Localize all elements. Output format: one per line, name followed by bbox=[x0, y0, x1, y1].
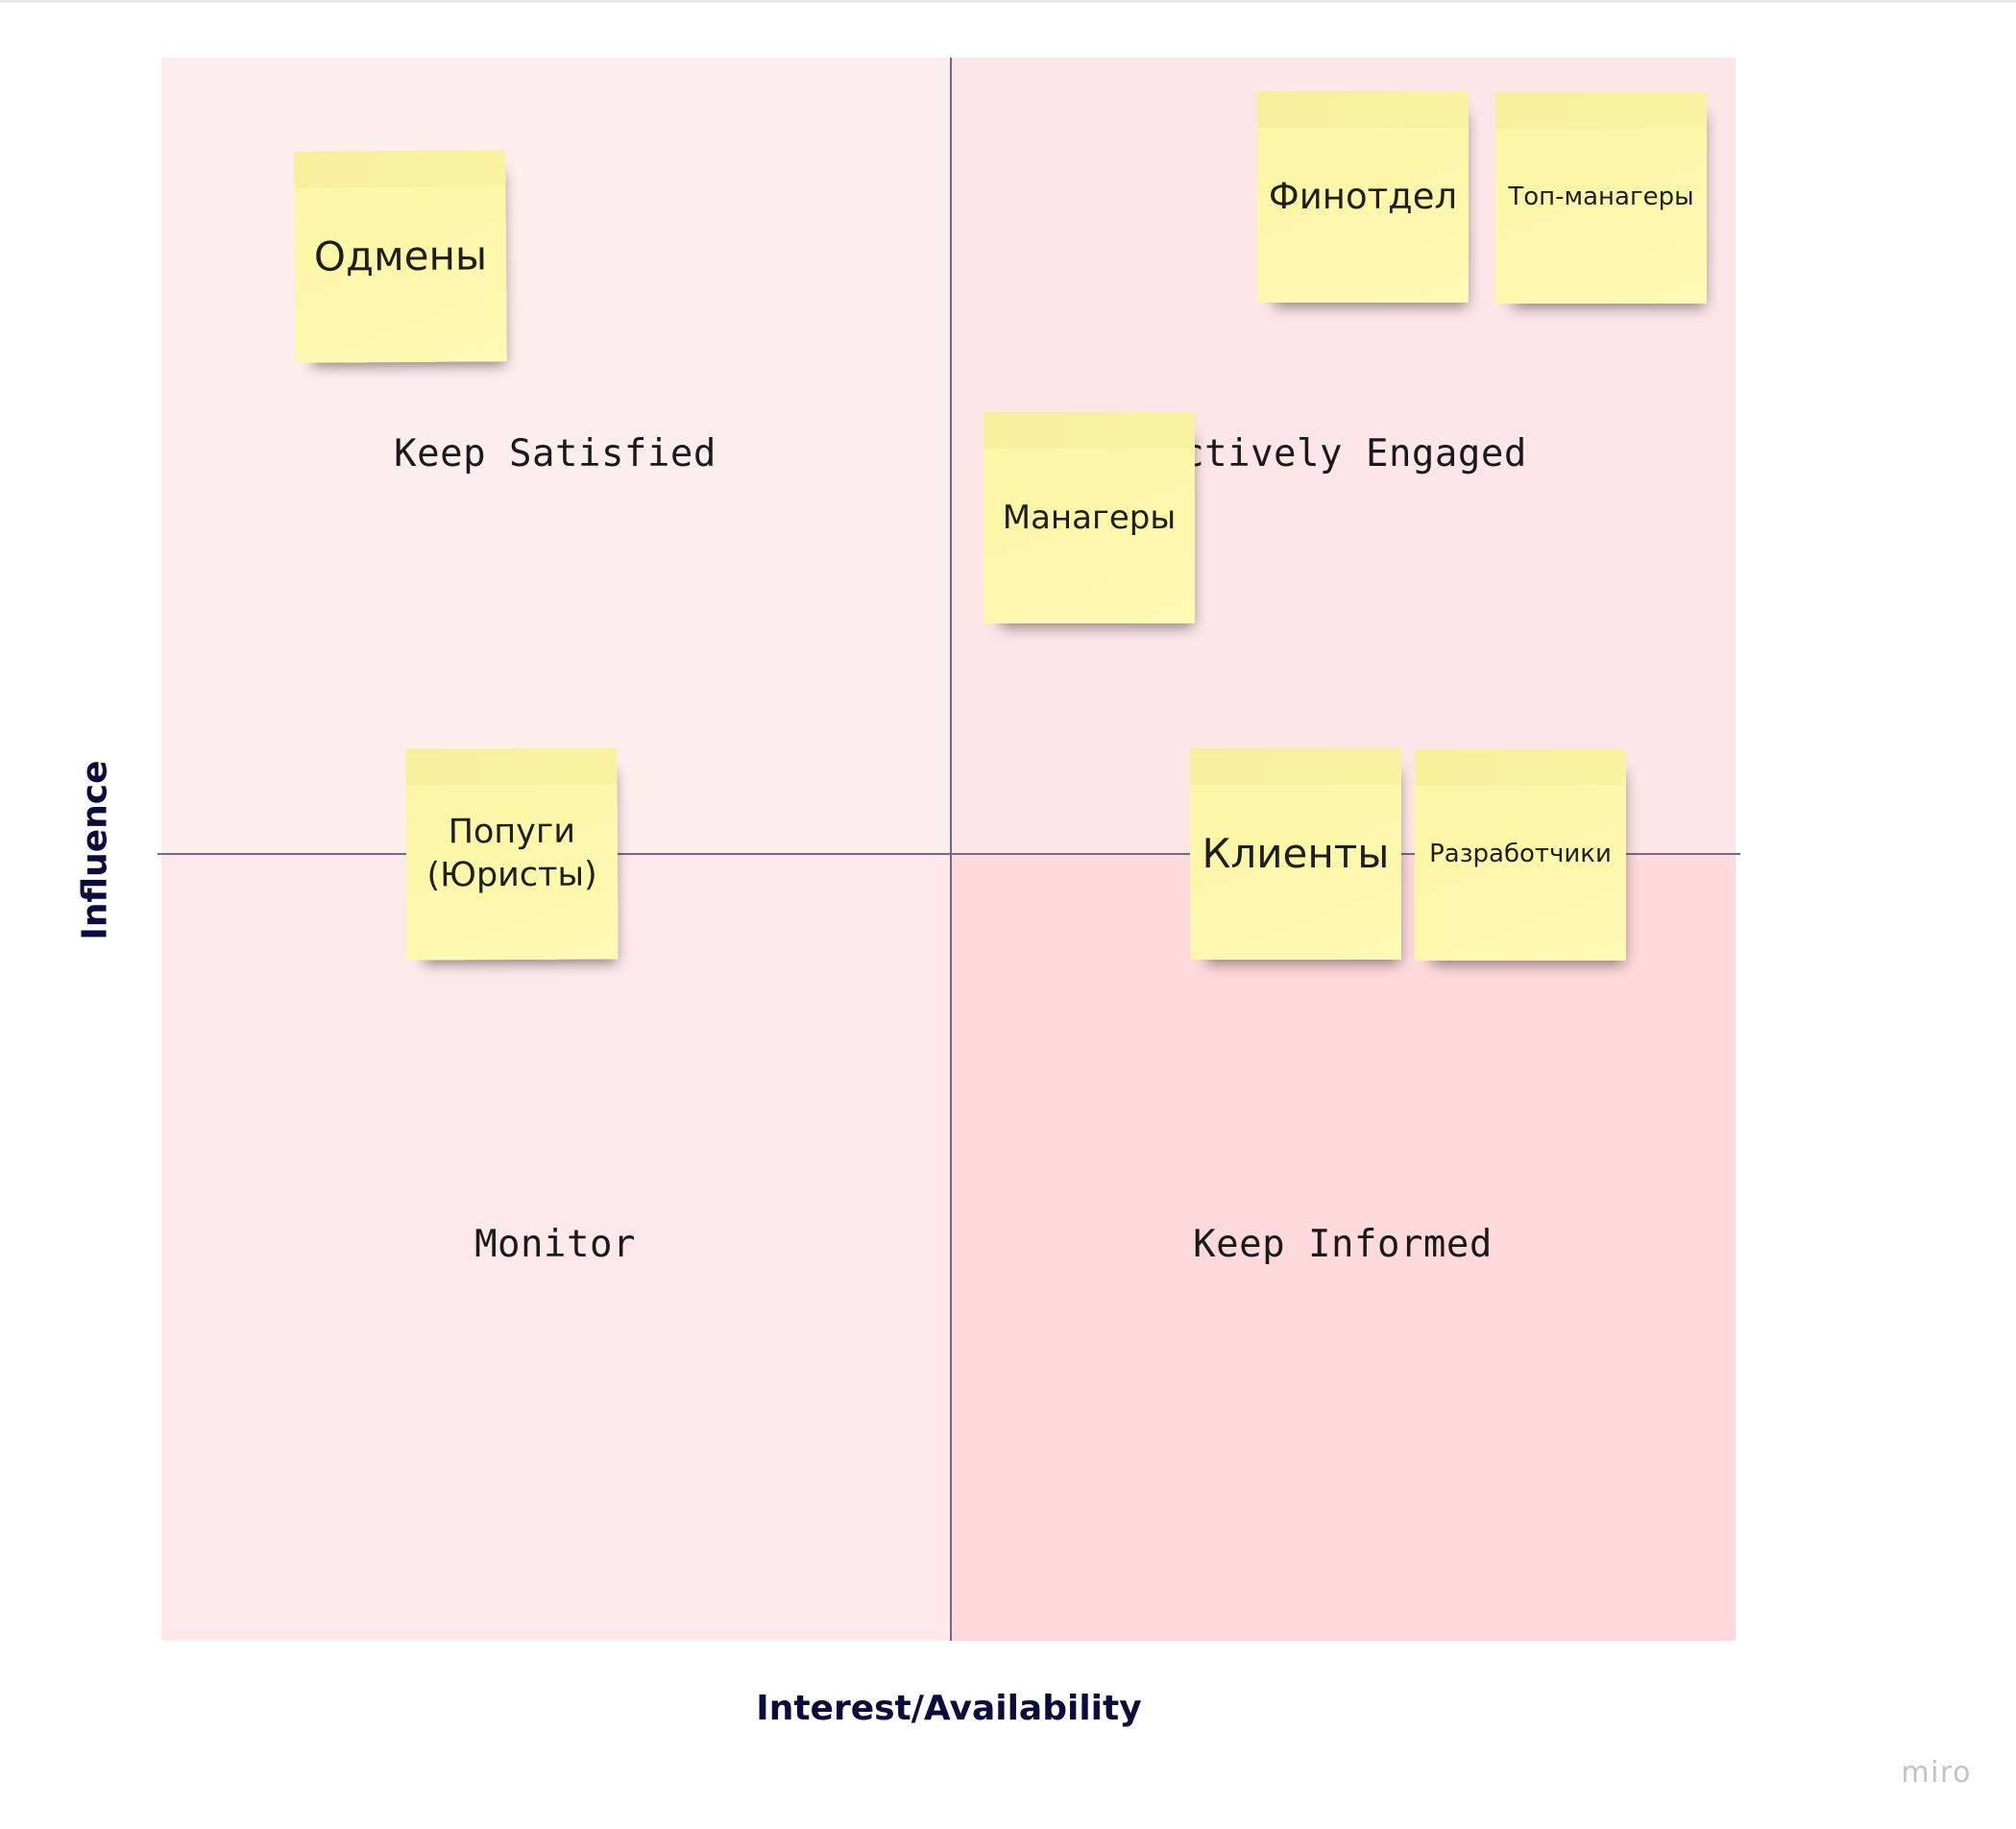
sticky-note-clients[interactable]: Клиенты bbox=[1190, 748, 1401, 960]
sticky-note-text: Топ-манагеры bbox=[1508, 183, 1694, 212]
x-axis-title: Interest/Availability bbox=[756, 1689, 1142, 1728]
sticky-note-top-managers[interactable]: Топ-манагеры bbox=[1495, 92, 1707, 304]
sticky-note-finotdel[interactable]: Финотдел bbox=[1257, 91, 1469, 303]
quadrant-label-keep-satisfied: Keep Satisfied bbox=[394, 432, 717, 476]
sticky-note-odmeny[interactable]: Одмены bbox=[294, 150, 507, 363]
quadrant-monitor bbox=[161, 853, 950, 1641]
sticky-note-text: Попуги (Юристы) bbox=[426, 812, 597, 895]
sticky-note-text: Манагеры bbox=[1002, 498, 1177, 537]
vertical-divider bbox=[950, 58, 952, 1641]
sticky-note-text: Финотдел bbox=[1268, 175, 1458, 217]
sticky-note-popugi[interactable]: Попуги (Юристы) bbox=[405, 747, 619, 961]
sticky-note-text: Разработчики bbox=[1429, 840, 1612, 869]
quadrant-label-keep-informed: Keep Informed bbox=[1193, 1223, 1493, 1266]
sticky-note-text: Клиенты bbox=[1202, 829, 1390, 877]
horizontal-divider bbox=[158, 853, 1740, 855]
sticky-note-managers[interactable]: Манагеры bbox=[984, 412, 1195, 623]
quadrant-label-actively-engaged: Actively Engaged bbox=[1158, 432, 1527, 476]
y-axis-title: Influence bbox=[75, 760, 115, 940]
sticky-note-text: Одмены bbox=[313, 232, 488, 280]
quadrant-label-monitor: Monitor bbox=[474, 1223, 636, 1266]
quadrant-keep-informed bbox=[950, 853, 1736, 1641]
sticky-note-developers[interactable]: Разработчики bbox=[1415, 749, 1626, 961]
top-border bbox=[0, 0, 2016, 3]
miro-logo: miro bbox=[1901, 1756, 1972, 1790]
quadrant-keep-satisfied bbox=[161, 58, 950, 853]
